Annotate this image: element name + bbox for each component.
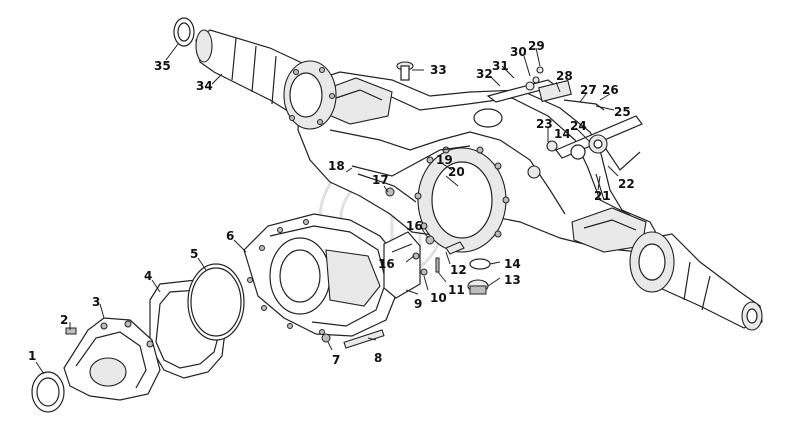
callout-14-upper: 14 [554,127,571,141]
callout-35: 35 [154,59,171,73]
right-axle-spindle [629,231,763,331]
nut-7 [321,333,331,343]
seal-1 [31,371,65,413]
axle-housing [297,71,661,253]
callout-30: 30 [510,45,527,59]
callout-19: 19 [436,153,453,167]
callout-8: 8 [374,351,382,365]
callout-11: 11 [448,283,465,297]
callout-5: 5 [190,247,198,261]
callout-34: 34 [196,79,213,93]
callout-22: 22 [618,177,635,191]
o-ring-5 [187,263,245,341]
callout-32: 32 [476,67,493,81]
bearing-cap-9 [383,231,421,299]
callout-14-lower: 14 [504,257,521,271]
callout-16-upper: 16 [406,219,423,233]
callout-31: 31 [492,59,509,73]
callout-13: 13 [504,273,521,287]
callout-16-lower: 16 [378,257,395,271]
bolt-2 [65,327,77,335]
breather-33 [396,61,414,81]
callout-1: 1 [28,349,36,363]
callout-3: 3 [92,295,100,309]
callout-labels: 1 2 3 4 5 6 7 8 9 10 11 12 13 14 14 16 1… [28,39,635,367]
left-axle-spindle [195,29,337,130]
o-ring-14 [469,258,491,270]
callout-10: 10 [430,291,447,305]
callout-24: 24 [570,119,587,133]
callout-23: 23 [536,117,553,131]
callout-28: 28 [556,69,573,83]
seal-ring-35 [173,17,195,47]
callout-21: 21 [594,189,611,203]
callout-26: 26 [602,83,619,97]
stud-8 [343,329,385,349]
callout-9: 9 [414,297,422,311]
callout-4: 4 [144,269,152,283]
cover-3 [63,317,161,401]
brake-linkage [486,66,643,201]
callout-17: 17 [372,173,389,187]
callout-2: 2 [60,313,68,327]
callout-20: 20 [448,165,465,179]
callout-6: 6 [226,229,234,243]
callout-27: 27 [580,83,597,97]
bowl-bolt-holes [414,146,510,238]
leader-lines [35,43,619,375]
small-parts-10-12 [412,235,465,276]
callout-7: 7 [332,353,340,367]
callout-29: 29 [528,39,545,53]
differential-carrier-6 [243,213,399,337]
callout-12: 12 [450,263,467,277]
callout-18: 18 [328,159,345,173]
callout-25: 25 [614,105,631,119]
callout-33: 33 [430,63,447,77]
brake-pipe-18 [351,145,471,203]
drain-plug-13 [467,279,489,295]
